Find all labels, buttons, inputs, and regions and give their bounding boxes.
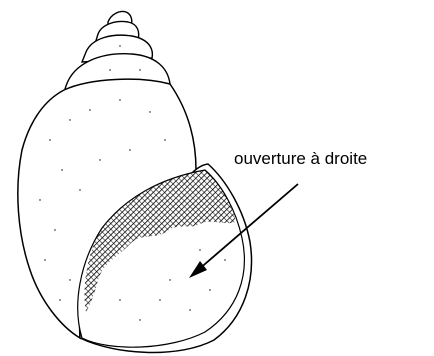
aperture-label: ouverture à droite <box>234 149 367 168</box>
